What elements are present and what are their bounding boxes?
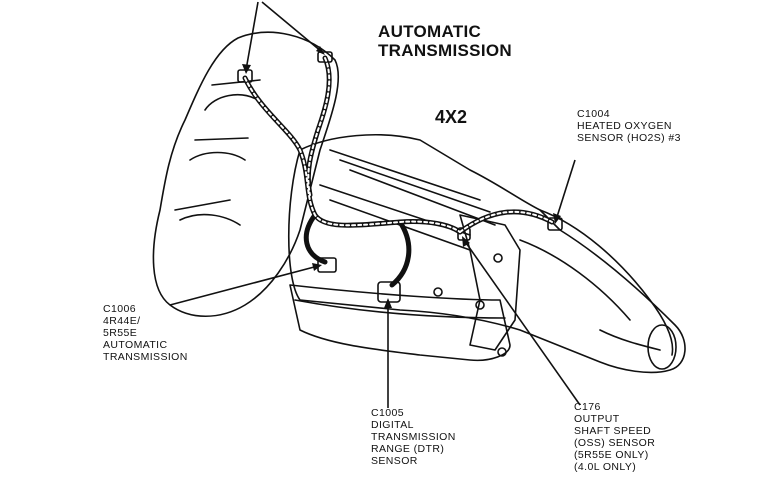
harness-main [242, 75, 463, 235]
leader-c1004 [555, 159, 576, 221]
callout-c1006: C1006 4R44E/ 5R55E AUTOMATIC TRANSMISSIO… [103, 303, 188, 363]
callout-line: (OSS) SENSOR [574, 437, 656, 449]
callout-line: DIGITAL [371, 419, 414, 431]
leader-c1006 [169, 265, 319, 306]
title-line-1: AUTOMATIC [378, 22, 482, 41]
arrowhead [242, 64, 251, 74]
main-case-ribs [319, 149, 496, 251]
harness-top-branch [305, 55, 332, 198]
callout-c1005: C1005 DIGITAL TRANSMISSION RANGE (DTR) S… [371, 407, 456, 467]
crossmember [459, 214, 521, 351]
callout-line: C1006 [103, 303, 136, 315]
callout-line: 5R55E [103, 327, 138, 339]
callout-line: AUTOMATIC [103, 339, 168, 351]
callout-c1004: C1004 HEATED OXYGEN SENSOR (HO2S) #3 [577, 108, 681, 144]
callout-line: TRANSMISSION [103, 351, 188, 363]
drive-variant-label: 4X2 [435, 107, 468, 127]
callout-line: RANGE (DTR) [371, 443, 445, 455]
callout-line: SHAFT SPEED [574, 425, 652, 437]
callout-line: C1004 [577, 108, 610, 120]
leader-top-right [261, 1, 323, 53]
arrowhead [316, 46, 325, 55]
oil-pan-rim [294, 299, 506, 319]
callout-line: C1005 [371, 407, 404, 419]
leader-c176 [463, 239, 581, 406]
harness-rear [457, 209, 555, 235]
callout-line: OUTPUT [574, 413, 620, 425]
bolt [493, 253, 503, 263]
callout-line: (5R55E ONLY) [574, 449, 649, 461]
arrowhead [462, 236, 470, 247]
callout-c176: C176 OUTPUT SHAFT SPEED (OSS) SENSOR (5R… [574, 401, 655, 473]
bell-housing-outline [152, 31, 340, 318]
arrowhead [312, 263, 322, 271]
callout-line: SENSOR [371, 455, 418, 467]
bolt [433, 287, 443, 297]
bolt [475, 300, 485, 310]
callout-line: 4R44E/ [103, 315, 141, 327]
callout-line: (4.0L ONLY) [574, 461, 637, 473]
bell-housing-inner [179, 94, 259, 226]
tailshaft [519, 209, 674, 356]
main-case-outline [288, 134, 686, 374]
diagram-title: AUTOMATIC TRANSMISSION [378, 22, 512, 60]
callout-line: SENSOR (HO2S) #3 [577, 132, 681, 144]
arrowhead [384, 298, 392, 308]
harness-loop [303, 212, 412, 288]
leader-top-left [245, 1, 259, 71]
dtr-sensor-body [377, 281, 401, 303]
callout-line: C176 [574, 401, 601, 413]
title-line-2: TRANSMISSION [378, 41, 512, 60]
callout-line: HEATED OXYGEN [577, 120, 672, 132]
callout-line: TRANSMISSION [371, 431, 456, 443]
bolt [497, 347, 507, 357]
output-flange [647, 324, 677, 370]
oil-pan [289, 284, 511, 362]
arrowhead [553, 213, 561, 224]
